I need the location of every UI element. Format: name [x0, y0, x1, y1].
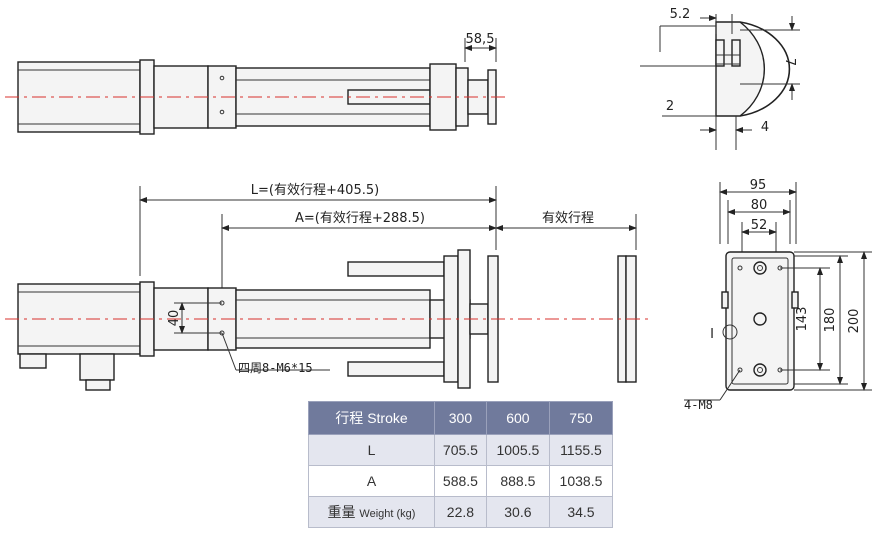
- hole-note-side: 四周8-M6*15: [238, 361, 313, 375]
- dim-stroke: 有效行程: [542, 211, 594, 226]
- row-label-L: L: [308, 434, 435, 466]
- table-row: A 588.5 888.5 1038.5: [308, 465, 614, 497]
- header-stroke-600: 600: [485, 401, 550, 435]
- cell: 22.8: [434, 496, 487, 528]
- dim-95: 95: [750, 178, 767, 193]
- motor-connector: [79, 353, 115, 381]
- dim-5-2: 5.2: [670, 7, 691, 22]
- dim-180: 180: [823, 308, 838, 333]
- dim-80: 80: [751, 198, 768, 213]
- hole-note-end: 4-M8: [684, 398, 713, 412]
- top-view: 58,5: [5, 32, 510, 135]
- header-stroke: 行程 Stroke: [308, 401, 435, 435]
- dim-7: 7: [782, 58, 797, 66]
- dim-200: 200: [847, 309, 862, 334]
- cell: 888.5: [485, 465, 550, 497]
- row-label-A: A: [308, 465, 435, 497]
- dim-58-5: 58,5: [466, 32, 495, 47]
- stroke-spec-table: 行程 Stroke 300 600 750 L 705.5 1005.5 115…: [308, 401, 614, 528]
- cell: 705.5: [434, 434, 487, 466]
- cell: 34.5: [548, 496, 614, 528]
- dim-A: A=(有效行程+288.5): [295, 211, 425, 226]
- table-row: L 705.5 1005.5 1155.5: [308, 434, 614, 466]
- cable-gland: [19, 353, 47, 369]
- section-circle: [722, 324, 738, 340]
- dim-4: 4: [761, 120, 769, 135]
- row-label-weight: 重量 Weight (kg): [308, 496, 435, 528]
- guide-rod-top: [347, 261, 445, 277]
- header-stroke-300: 300: [434, 401, 487, 435]
- side-view: L=(有效行程+405.5) A=(有效行程+288.5) 有效行程 40: [5, 183, 650, 391]
- cell: 30.6: [485, 496, 550, 528]
- detail-section: [715, 21, 766, 117]
- dim-2: 2: [666, 99, 674, 114]
- header-stroke-750: 750: [548, 401, 614, 435]
- table-row: 重量 Weight (kg) 22.8 30.6 34.5: [308, 496, 614, 528]
- dim-143: 143: [795, 307, 810, 332]
- detail-view: 5.2 7 2 4: [640, 7, 800, 150]
- cell: 588.5: [434, 465, 487, 497]
- dim-L: L=(有效行程+405.5): [251, 183, 379, 198]
- cell: 1038.5: [548, 465, 614, 497]
- table-header-row: 行程 Stroke 300 600 750: [308, 401, 614, 435]
- dim-52: 52: [751, 218, 768, 233]
- dim-40: 40: [167, 310, 182, 327]
- end-view: 95 80 52 I 143 180 200: [684, 178, 872, 412]
- end-center-hole: [753, 312, 767, 326]
- cell: 1155.5: [548, 434, 614, 466]
- cell: 1005.5: [485, 434, 550, 466]
- guide-rod-bottom: [347, 361, 445, 377]
- section-mark: I: [710, 327, 714, 342]
